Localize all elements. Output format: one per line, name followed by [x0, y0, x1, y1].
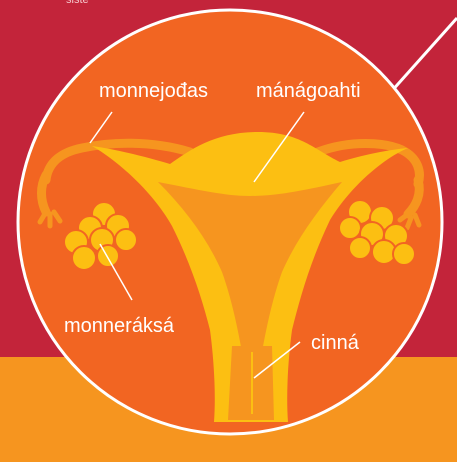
label-uterus: mánágoahti	[256, 81, 361, 101]
label-fallopian-tube: monnejođas	[99, 81, 208, 101]
label-ovary: monneráksá	[64, 316, 174, 336]
top-cropped-text: siste	[66, 0, 89, 6]
label-cervix: cinná	[311, 333, 359, 353]
label-uterus-prefix: m	[256, 80, 273, 102]
label-uterus-text: ánágoahti	[273, 80, 361, 102]
